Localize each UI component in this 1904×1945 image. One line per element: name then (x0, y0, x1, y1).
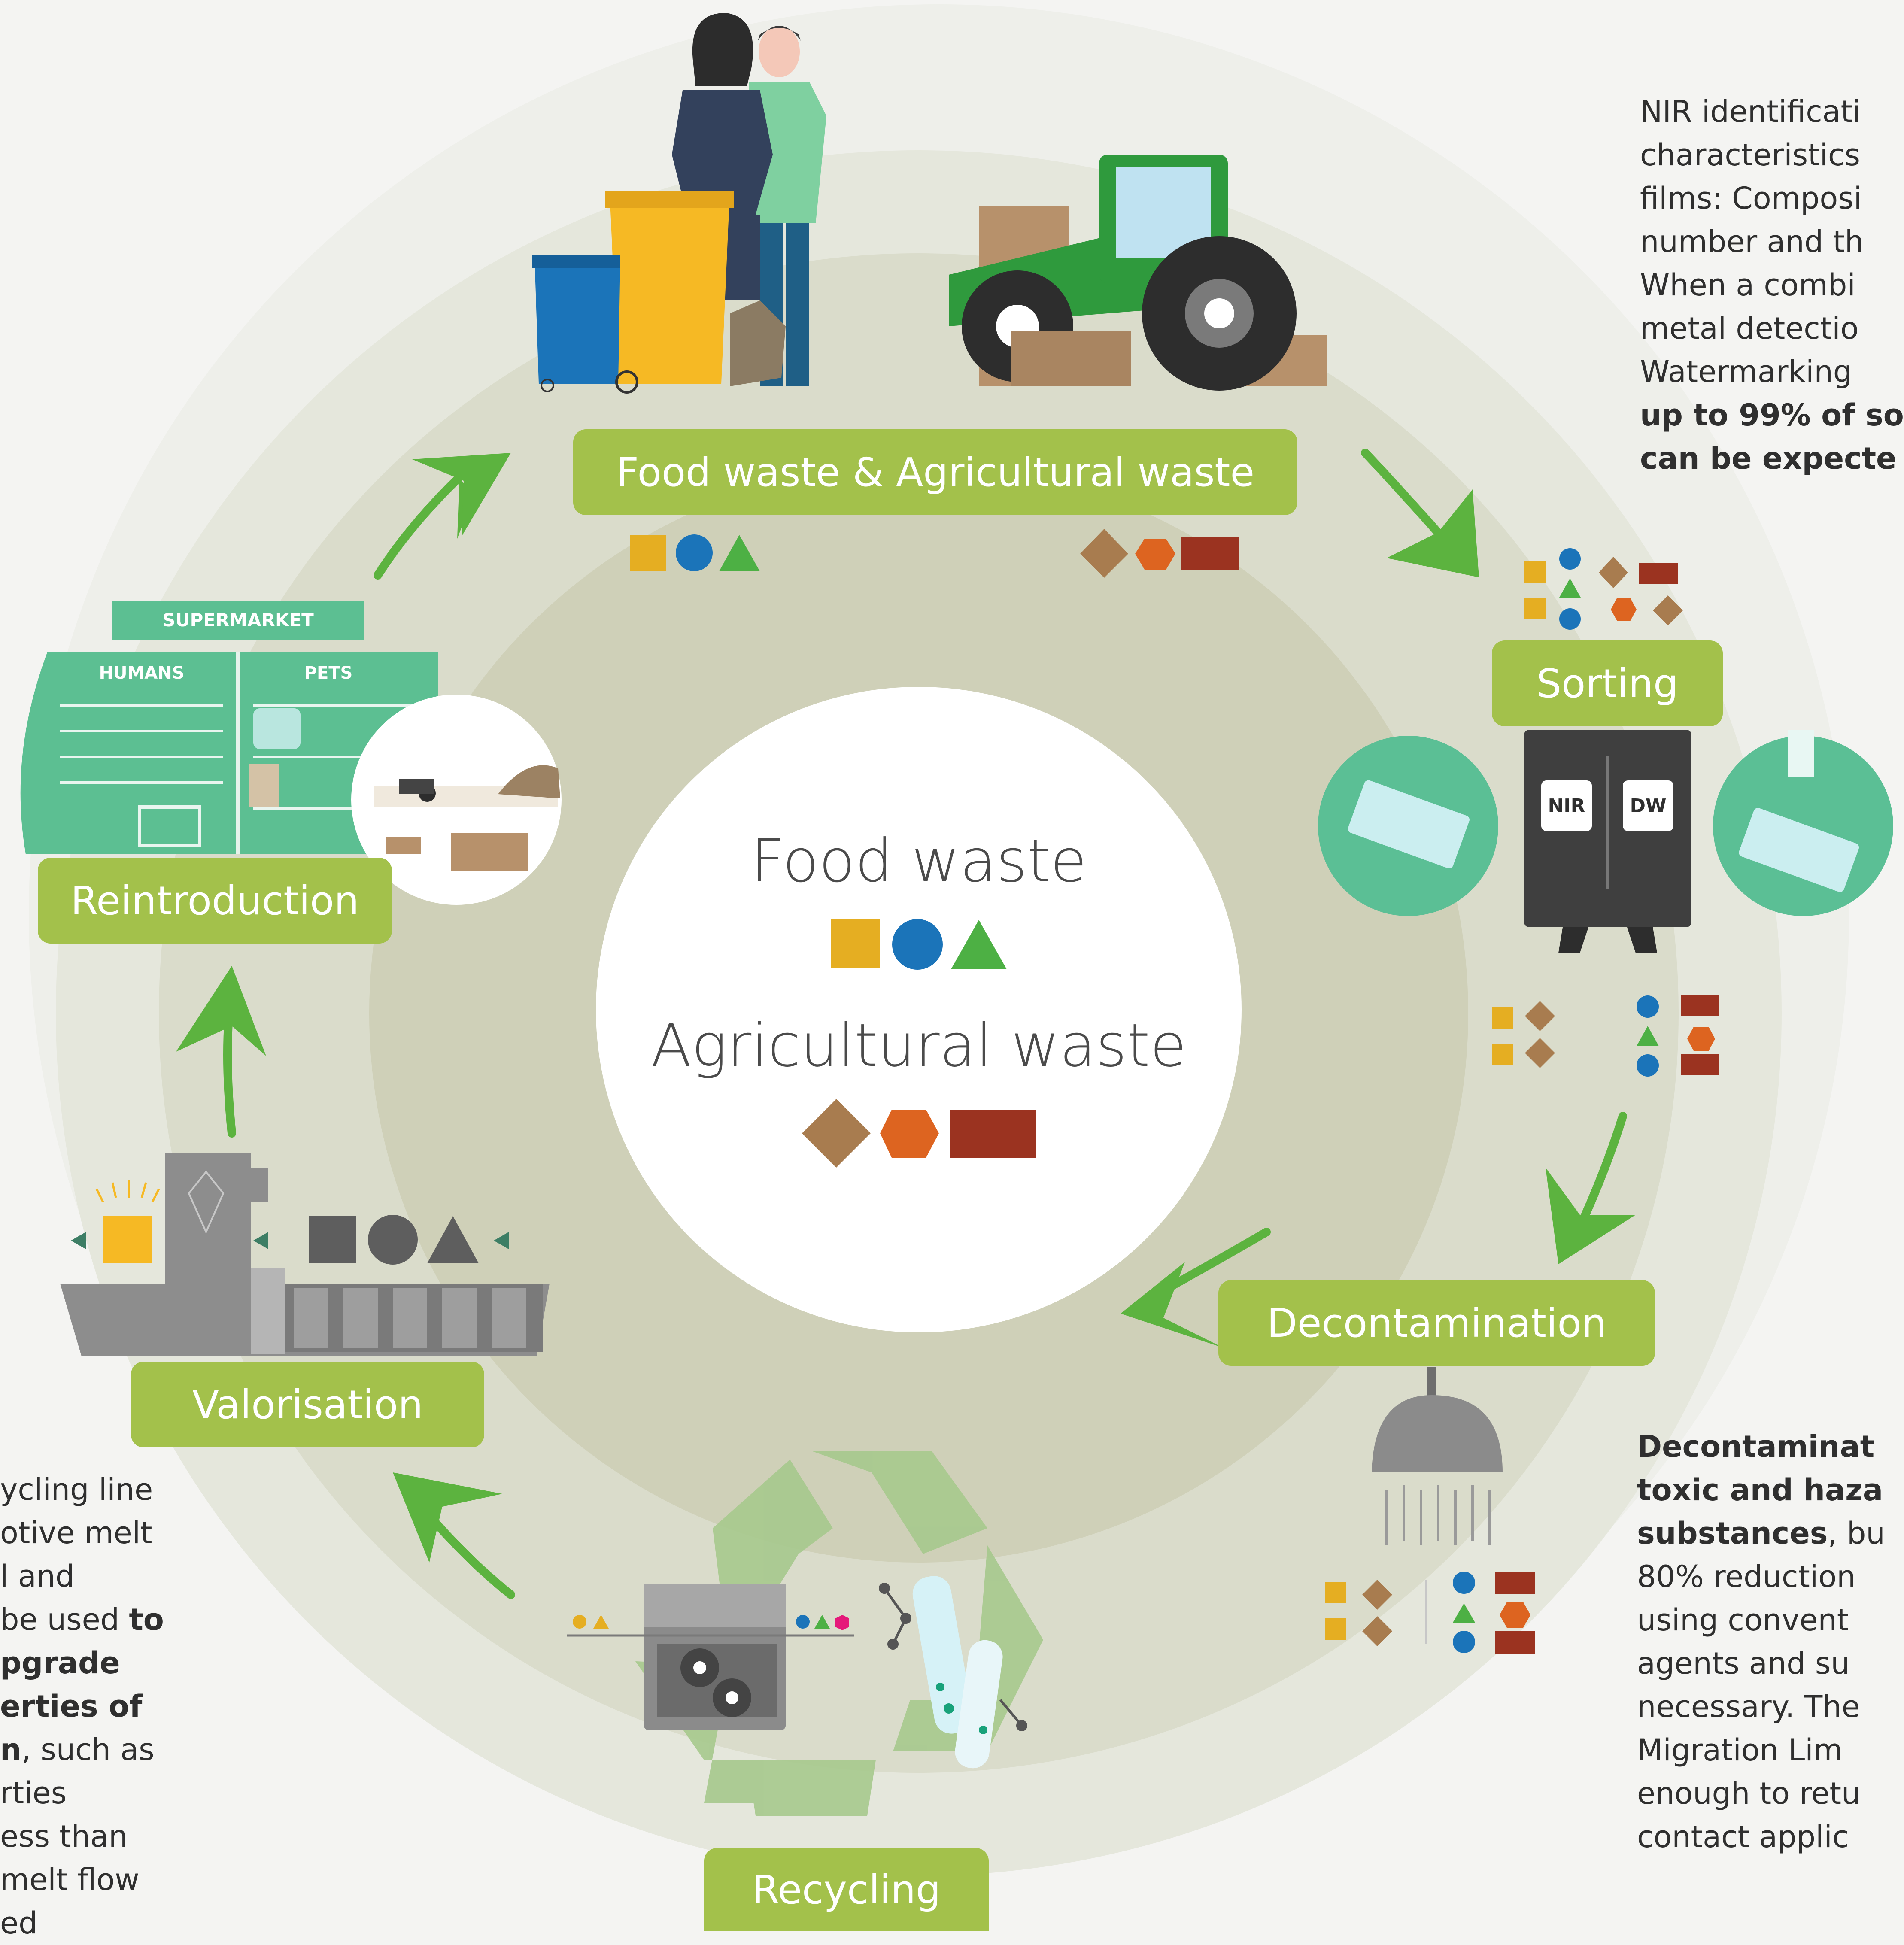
test-tube-icon (879, 1576, 1027, 1769)
text-line: be used to (0, 1598, 164, 1642)
text-normal-part: , bu (1828, 1516, 1885, 1551)
agri-shapes (802, 1099, 1036, 1168)
text-line: Watermarking (1640, 354, 1852, 389)
stage-valorisation-label[interactable]: Valorisation (131, 1362, 484, 1447)
hexagon-shape (1135, 539, 1175, 570)
text-line: necessary. The (1637, 1689, 1860, 1724)
diamond-shape (802, 1099, 871, 1168)
valorisation-description: ycling line otive melt l and be used to … (0, 1468, 164, 1945)
text-line: films: Composi (1640, 181, 1862, 216)
text-line: l and (0, 1559, 75, 1594)
text-line: ycling line (0, 1472, 153, 1507)
food-shapes (831, 919, 1007, 970)
dw-label: DW (1623, 780, 1673, 831)
decontam-shapes (1325, 1572, 1535, 1654)
text-line: ed (0, 1906, 38, 1941)
text-line: otive melt (0, 1515, 152, 1551)
agricultural-waste-title: Agricultural waste (651, 1011, 1187, 1080)
text-line: using convent (1637, 1602, 1849, 1638)
sorter-left-circle (1318, 736, 1498, 916)
stage-reintroduction-label[interactable]: Reintroduction (38, 858, 392, 944)
pets-label: PETS (304, 663, 353, 683)
extruder-icon (567, 1584, 854, 1730)
text-line: When a combi (1640, 267, 1855, 303)
square-shape (630, 535, 666, 571)
text-line: characteristics (1640, 137, 1860, 173)
text-line-bold: toxic and haza (1637, 1472, 1883, 1508)
center-circle (596, 687, 1242, 1332)
arrow-head (1546, 1168, 1636, 1264)
text-line: n, such as (0, 1728, 164, 1772)
text-normal-part: be used (0, 1602, 129, 1637)
factory-icon (60, 1153, 550, 1356)
humans-label: HUMANS (99, 663, 185, 683)
text-line: metal detectio (1640, 311, 1859, 346)
nir-description: NIR identificati characteristics films: … (1640, 90, 1904, 480)
text-normal-part: , such as (21, 1732, 155, 1767)
rectangle-shape (1181, 537, 1239, 570)
text-bold-part: n (0, 1732, 21, 1767)
triangle-shape (719, 535, 760, 571)
shower-icon (1372, 1367, 1503, 1545)
arrow-head (1121, 1262, 1224, 1348)
text-bold-part: to (129, 1602, 164, 1637)
text-line: enough to retu (1637, 1776, 1861, 1811)
triangle-shape (951, 920, 1007, 969)
sorting-input-shapes (1524, 548, 1683, 630)
people-icon (532, 13, 826, 394)
diamond-shape (1080, 529, 1128, 578)
supermarket-icon (20, 601, 438, 854)
text-line: number and th (1640, 224, 1864, 259)
supermarket-label: SUPERMARKET (162, 610, 314, 631)
text-line: NIR identificati (1640, 94, 1861, 129)
top-agri-shapes (1080, 529, 1239, 578)
rectangle-shape (950, 1110, 1036, 1158)
arrow-head (393, 1472, 502, 1563)
text-line-bold: erties of (0, 1689, 143, 1724)
text-line: substances, bu (1637, 1512, 1885, 1555)
arrow-head (176, 966, 266, 1056)
text-line: Migration Lim (1637, 1733, 1843, 1768)
text-line-bold: can be expecte (1640, 441, 1897, 476)
stage-sorting-label[interactable]: Sorting (1492, 640, 1723, 726)
circle-shape (892, 919, 943, 970)
arrow-head (1387, 489, 1479, 577)
text-bold-part: substances (1637, 1516, 1828, 1551)
text-line: rties (0, 1775, 67, 1811)
circle-shape (676, 534, 713, 571)
stage-recycling-label[interactable]: Recycling (704, 1848, 989, 1931)
text-line: agents and su (1637, 1646, 1850, 1681)
text-line: 80% reduction (1637, 1559, 1856, 1594)
sorter-right-circle (1713, 730, 1893, 916)
field-circle (351, 695, 562, 905)
stage-top-label[interactable]: Food waste & Agricultural waste (573, 429, 1297, 515)
food-waste-title: Food waste (750, 826, 1087, 895)
text-line-bold: up to 99% of so (1640, 397, 1904, 433)
cycle-diagram: Food waste Agricultural waste Food waste… (0, 13, 1904, 1941)
square-shape (831, 919, 880, 968)
nir-label: NIR (1541, 780, 1592, 831)
arrow-heads (176, 453, 1636, 1563)
top-food-shapes (630, 534, 760, 571)
diagram-canvas (20, 13, 1893, 1876)
tractor-icon (949, 155, 1327, 391)
text-line-bold: pgrade (0, 1645, 120, 1681)
sorting-output-shapes (1492, 995, 1719, 1077)
decontamination-description: Decontaminat toxic and haza substances, … (1637, 1425, 1885, 1859)
text-line: melt flow (0, 1862, 140, 1897)
sorter-icon (1524, 730, 1691, 953)
stage-decontamination-label[interactable]: Decontamination (1218, 1280, 1655, 1366)
text-line-bold: Decontaminat (1637, 1429, 1875, 1464)
hexagon-shape (880, 1110, 939, 1158)
text-line: ess than (0, 1819, 128, 1854)
text-line: contact applic (1637, 1819, 1849, 1854)
